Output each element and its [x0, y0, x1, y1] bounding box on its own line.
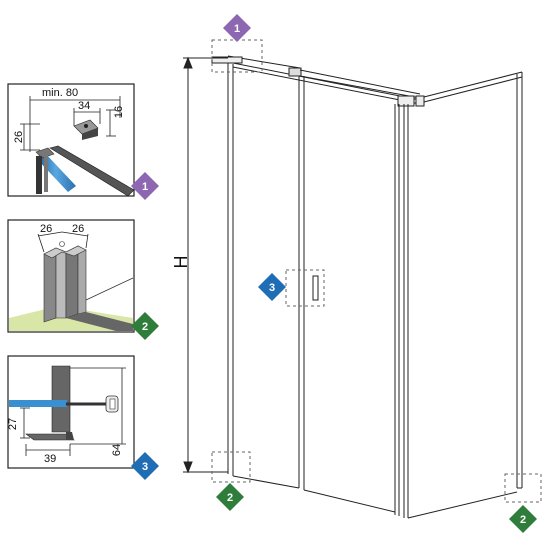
svg-text:2: 2 [142, 321, 148, 333]
detail-panel-1: min. 80 34 16 26 [7, 83, 135, 197]
enclosure-drawing [211, 55, 523, 519]
badge-3-detail: 3 [131, 452, 159, 480]
detail-panel-3: 27 39 64 [7, 355, 135, 469]
detail-panel-2: 26 26 [7, 219, 135, 333]
dim-16: 16 [113, 106, 125, 118]
callout-boxes [211, 39, 542, 503]
badge-1-top: 1 [223, 14, 251, 42]
svg-text:2: 2 [520, 514, 526, 526]
height-dimension [183, 56, 228, 474]
dim-64: 64 [111, 444, 123, 456]
dim-min-80: min. 80 [42, 87, 78, 99]
dim-26: 26 [13, 131, 25, 143]
svg-text:3: 3 [269, 282, 275, 294]
dim-34: 34 [78, 100, 90, 112]
badge-1-detail: 1 [131, 172, 159, 200]
svg-text:1: 1 [142, 181, 148, 193]
dim-26-a: 26 [40, 223, 52, 235]
badge-2-detail: 2 [131, 312, 159, 340]
badge-3-handle: 3 [258, 273, 286, 301]
height-label: H [171, 256, 191, 269]
svg-text:1: 1 [234, 23, 240, 35]
svg-text:2: 2 [227, 492, 233, 504]
dim-27: 27 [7, 418, 19, 430]
svg-text:3: 3 [142, 461, 148, 473]
badge-2-bottom-right: 2 [509, 505, 537, 533]
badge-2-bottom-left: 2 [216, 483, 244, 511]
dim-26-b: 26 [72, 223, 84, 235]
dim-39: 39 [44, 453, 56, 465]
